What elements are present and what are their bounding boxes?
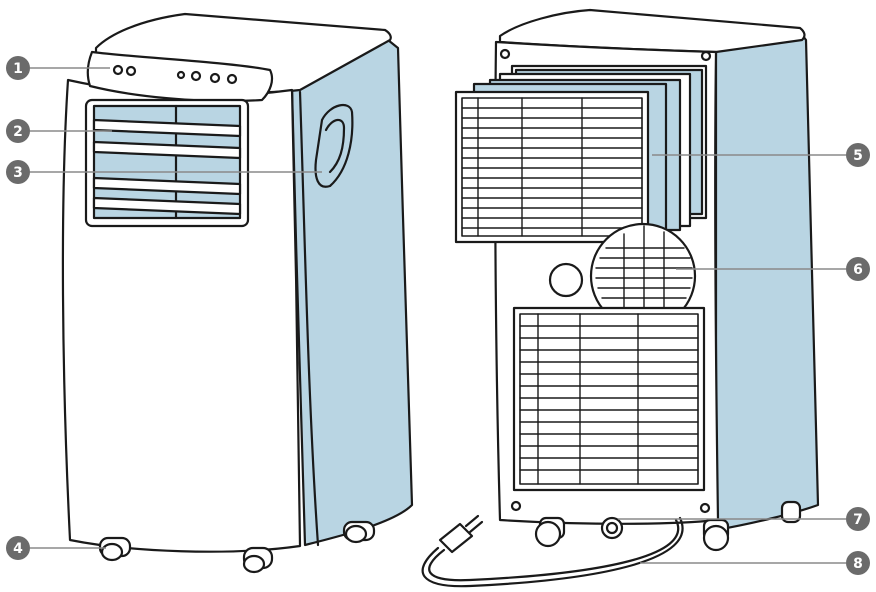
lower-air-inlet	[514, 308, 704, 490]
front-view-unit	[63, 14, 412, 572]
air-filter	[456, 92, 648, 242]
callout-number-control-panel: 1	[13, 61, 23, 77]
callout-number-handle: 3	[13, 165, 23, 181]
caster-wheel	[344, 522, 374, 542]
control-button	[228, 75, 236, 83]
caster-wheel	[100, 538, 130, 560]
caster-wheel	[704, 520, 728, 550]
exhaust-port	[550, 264, 582, 296]
drain-outlet	[602, 518, 622, 538]
control-button	[192, 72, 200, 80]
callout-number-drain-outlet: 7	[853, 512, 863, 528]
rear-side-panel	[716, 31, 818, 530]
control-button	[114, 66, 122, 74]
control-button	[211, 74, 219, 82]
callout-number-caster-wheel: 4	[13, 541, 23, 557]
power-plug	[440, 524, 472, 552]
callout-number-air-filter: 5	[853, 148, 863, 164]
callout-number-power-cord: 8	[853, 556, 863, 572]
caster-wheel	[244, 548, 272, 572]
rear-view-unit	[423, 10, 818, 586]
caster-wheel	[536, 518, 564, 546]
callout-number-air-inlet-grille: 6	[853, 262, 863, 278]
control-button	[178, 72, 184, 78]
control-button	[127, 67, 135, 75]
callout-number-air-outlet-louvers: 2	[13, 124, 23, 140]
